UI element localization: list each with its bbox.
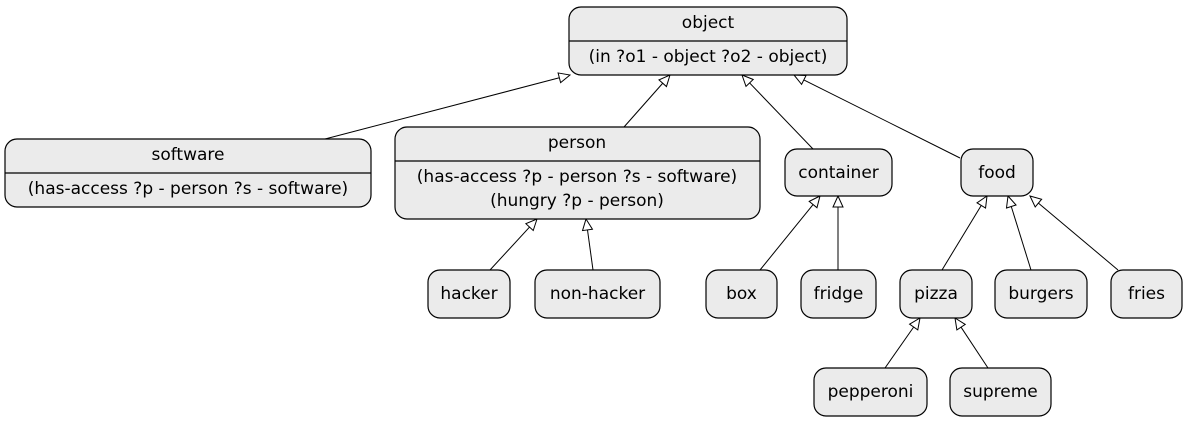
node-box-title: box xyxy=(726,284,757,304)
node-non-hacker-box xyxy=(534,269,661,319)
inheritance-arrowhead xyxy=(954,316,967,331)
node-fridge: fridge xyxy=(800,269,877,319)
inheritance-edge-supreme-to-pizza xyxy=(960,326,989,369)
node-non-hacker-title: non-hacker xyxy=(550,284,645,304)
inheritance-arrowhead xyxy=(557,72,572,84)
node-software-predicate: (has-access ?p - person ?s - software) xyxy=(28,179,348,199)
inheritance-arrowhead xyxy=(808,195,821,209)
inheritance-arrowhead xyxy=(581,217,594,232)
node-burgers-title: burgers xyxy=(1008,284,1073,304)
node-person-box xyxy=(394,126,761,220)
node-hacker: hacker xyxy=(427,269,511,319)
inheritance-arrowhead xyxy=(832,194,844,208)
node-person: person (has-access ?p - person ?s - soft… xyxy=(394,126,761,220)
node-fries-title: fries xyxy=(1128,284,1165,304)
node-food-title: food xyxy=(978,163,1016,183)
node-software-title: software xyxy=(151,145,224,165)
node-hacker-title: hacker xyxy=(440,284,497,304)
node-pizza: pizza xyxy=(899,269,973,319)
node-burgers: burgers xyxy=(994,269,1088,319)
node-pepperoni: pepperoni xyxy=(813,367,928,417)
node-object: object (in ?o1 - object ?o2 - object) xyxy=(568,6,848,76)
inheritance-arrowhead xyxy=(1029,195,1043,208)
node-container: container xyxy=(784,148,893,197)
inheritance-arrowhead xyxy=(792,74,807,86)
node-pepperoni-box xyxy=(813,367,928,417)
inheritance-arrowhead xyxy=(908,317,921,331)
inheritance-edge-pizza-to-food xyxy=(941,205,982,271)
node-pizza-title: pizza xyxy=(914,284,958,304)
node-container-box xyxy=(784,148,893,197)
inheritance-arrowhead xyxy=(658,74,671,88)
node-pepperoni-title: pepperoni xyxy=(828,382,914,402)
inheritance-edge-container-to-object xyxy=(749,82,814,150)
node-pizza-box xyxy=(899,269,973,319)
inheritance-edge-software-to-object xyxy=(324,77,560,140)
node-person-predicate: (hungry ?p - person) xyxy=(490,191,664,211)
inheritance-edge-hacker-to-person xyxy=(489,226,530,271)
node-supreme-box xyxy=(949,367,1052,417)
node-container-title: container xyxy=(798,163,879,183)
node-box: box xyxy=(705,269,778,319)
node-box-box xyxy=(705,269,778,319)
node-object-predicate: (in ?o1 - object ?o2 - object) xyxy=(589,47,828,67)
node-fridge-title: fridge xyxy=(814,284,864,304)
node-supreme-title: supreme xyxy=(963,382,1038,402)
inheritance-edge-fries-to-food xyxy=(1038,202,1119,271)
node-hacker-box xyxy=(427,269,511,319)
node-supreme: supreme xyxy=(949,367,1052,417)
node-person-predicate: (has-access ?p - person ?s - software) xyxy=(417,167,737,187)
node-non-hacker: non-hacker xyxy=(534,269,661,319)
inheritance-edge-pepperoni-to-pizza xyxy=(884,326,915,369)
inheritance-arrowhead xyxy=(1005,194,1017,209)
node-person-title: person xyxy=(548,133,606,153)
node-burgers-box xyxy=(994,269,1088,319)
inheritance-edge-non-hacker-to-person xyxy=(587,229,594,271)
inheritance-edge-box-to-container xyxy=(759,204,814,271)
node-object-title: object xyxy=(682,13,735,33)
inheritance-arrowhead xyxy=(741,74,755,88)
node-fries-box xyxy=(1110,269,1183,319)
node-fridge-box xyxy=(800,269,877,319)
inheritance-edge-food-to-object xyxy=(803,79,961,159)
inheritance-arrowhead xyxy=(524,218,538,232)
inheritance-arrowhead xyxy=(976,194,988,209)
inheritance-edge-burgers-to-food xyxy=(1010,206,1032,271)
inheritance-edge-person-to-object xyxy=(623,82,664,128)
node-software: software (has-access ?p - person ?s - so… xyxy=(4,138,372,208)
edges-layer xyxy=(324,72,1119,369)
node-food: food xyxy=(960,148,1034,197)
node-fries: fries xyxy=(1110,269,1183,319)
node-food-box xyxy=(960,148,1034,197)
